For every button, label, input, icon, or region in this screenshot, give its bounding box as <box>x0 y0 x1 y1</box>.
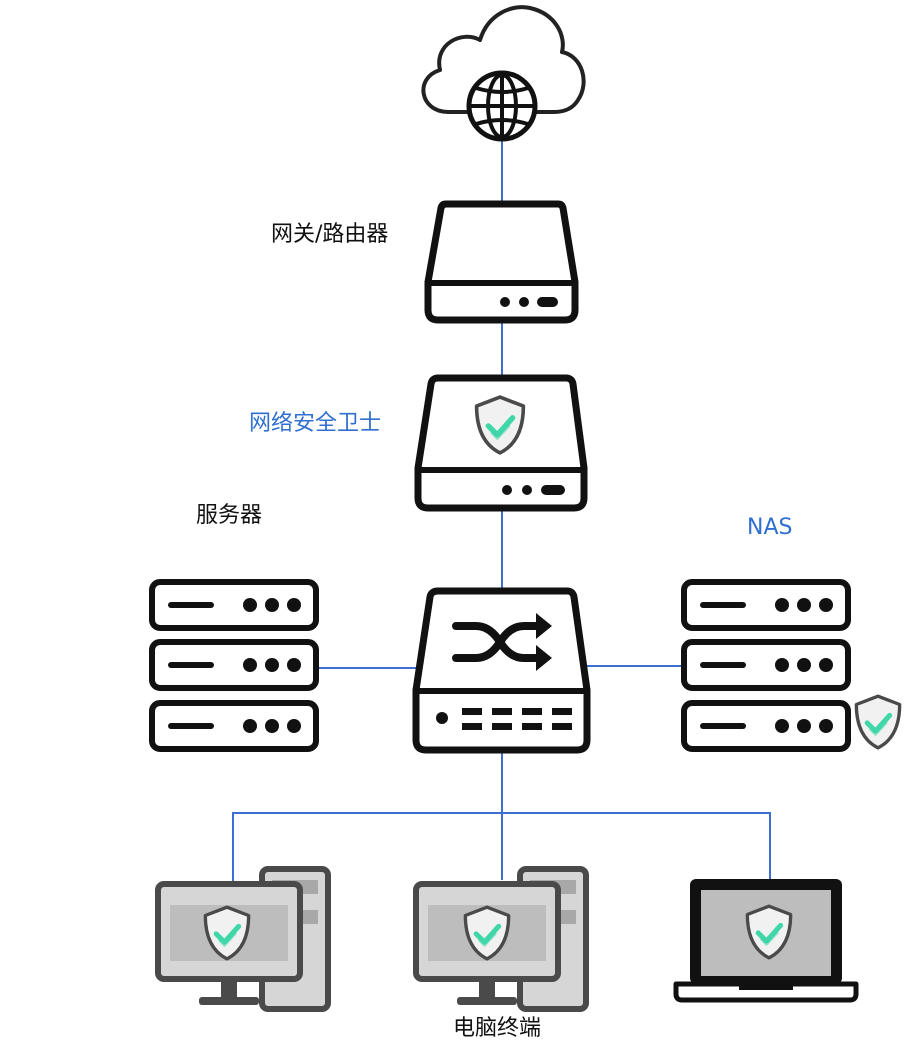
desktop-pc-icon <box>413 866 589 1012</box>
nas-label: NAS <box>747 515 792 540</box>
security-guard-label: 网络安全卫士 <box>249 411 381 436</box>
desktop-pc-icon <box>155 866 331 1012</box>
laptop-icon <box>673 879 859 1003</box>
connection-lines <box>232 138 771 885</box>
terminals-label: 电脑终端 <box>453 1016 541 1041</box>
gateway-label: 网关/路由器 <box>271 222 388 247</box>
switch-icon <box>412 587 591 754</box>
server-label: 服务器 <box>196 503 262 528</box>
router-icon <box>424 200 579 324</box>
server-rack-icon <box>152 582 316 749</box>
nas-rack-icon <box>684 582 900 749</box>
security-appliance-icon <box>414 374 588 512</box>
cloud-globe-icon <box>421 5 586 142</box>
link-terminal-branch <box>232 812 771 885</box>
shield-check-icon <box>856 696 899 748</box>
